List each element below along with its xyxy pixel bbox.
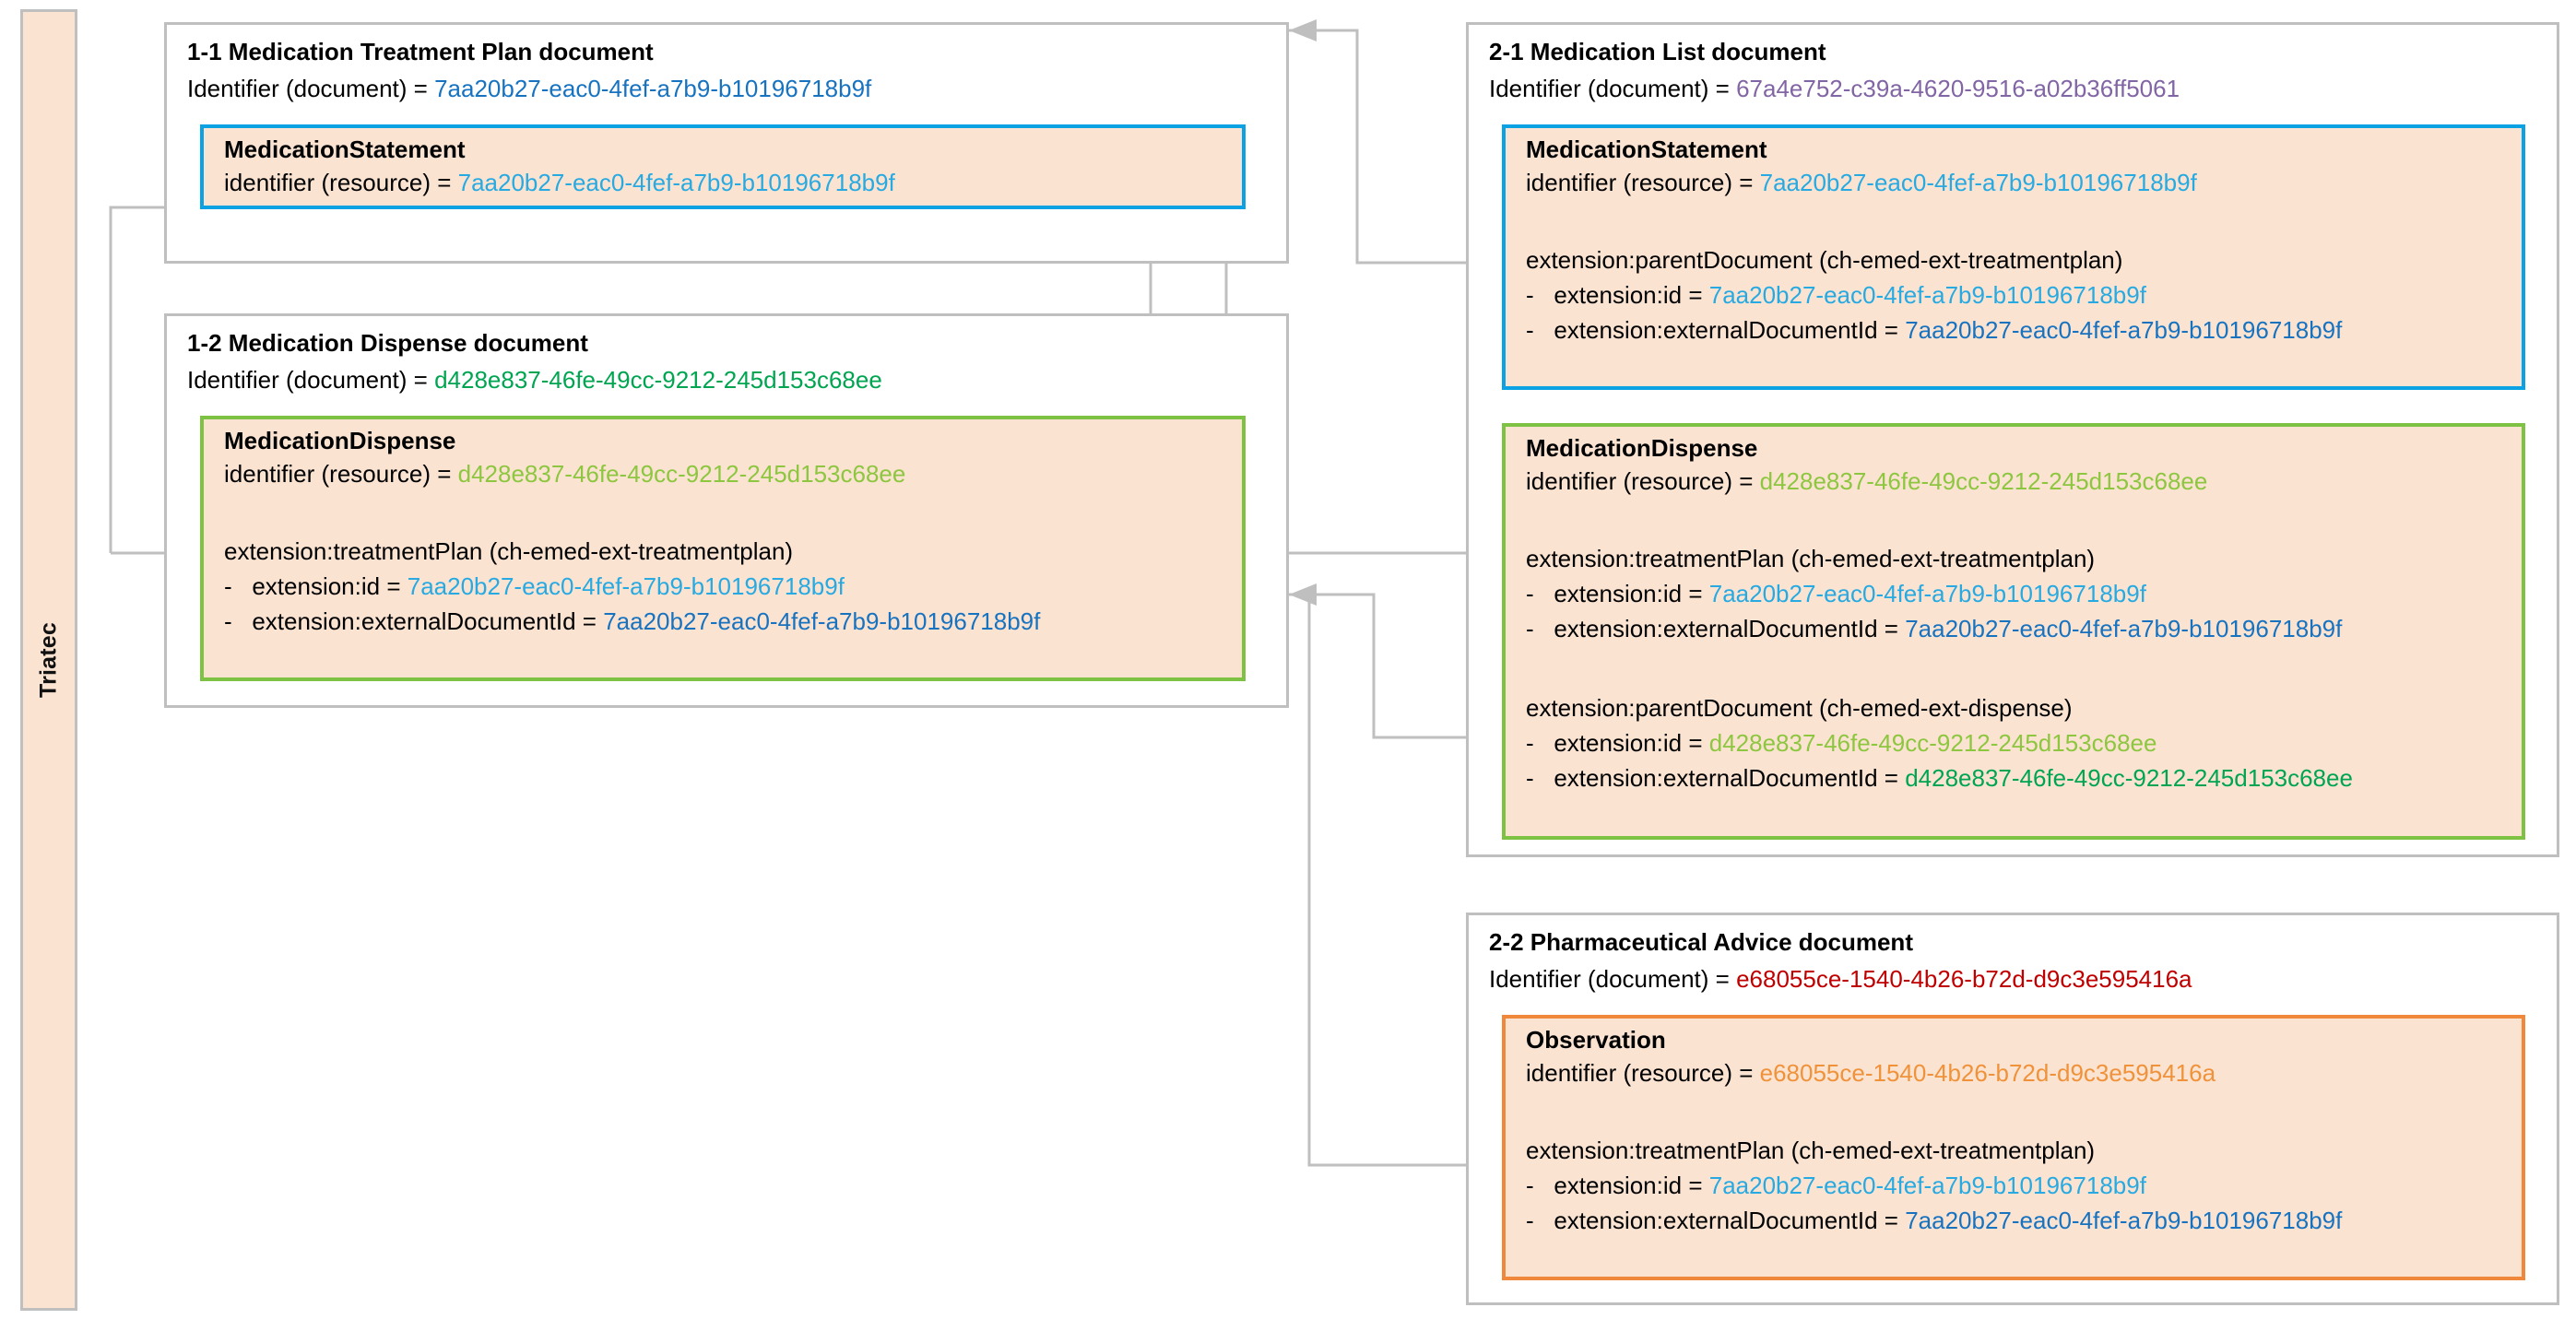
resource-2-1-md-identifier-label: identifier (resource) = [1526,467,1760,495]
resource-2-1-identifier-value: 7aa20b27-eac0-4fef-a7b9-b10196718b9f [1759,169,2197,196]
resource-1-2-ext-treatmentplan-header: extension:treatmentPlan (ch-emed-ext-tre… [224,537,794,565]
resource-2-1-ms-ext-parentdoc-externaldocid: - extension:externalDocumentId = 7aa20b2… [1526,316,2342,345]
arrowhead-4 [1289,583,1317,606]
ext-extdoc-value: 7aa20b27-eac0-4fef-a7b9-b10196718b9f [603,607,1041,635]
ext-id-label: extension:id = [1554,580,1709,607]
wire-dispense-parentdoc-to-1-2 [1289,593,1466,739]
resource-2-1-ms-ext-parentdoc-id: - extension:id = 7aa20b27-eac0-4fef-a7b9… [1526,281,2146,310]
document-2-2-identifier-label: Identifier (document) = [1489,965,1737,993]
resource-1-1-medicationstatement-identifier: identifier (resource) = 7aa20b27-eac0-4f… [224,169,895,197]
document-2-1-identifier-label: Identifier (document) = [1489,75,1737,102]
ext-extdoc-label: extension:externalDocumentId = [1554,1207,1906,1234]
patient-band-label: Triatec [35,621,62,699]
resource-1-1-identifier-value: 7aa20b27-eac0-4fef-a7b9-b10196718b9f [457,169,895,196]
resource-2-1-medicationdispense-identifier: identifier (resource) = d428e837-46fe-49… [1526,467,2207,496]
dash-marker: - [1526,580,1534,607]
document-1-2-identifier-value: d428e837-46fe-49cc-9212-245d153c68ee [434,366,882,394]
resource-2-1-medicationstatement[interactable]: MedicationStatement identifier (resource… [1502,124,2525,390]
resource-2-1-identifier-label: identifier (resource) = [1526,169,1760,196]
resource-1-2-medicationdispense-name: MedicationDispense [224,427,456,454]
resource-2-1-md-ext-parentdoc-header: extension:parentDocument (ch-emed-ext-di… [1526,694,2073,722]
resource-2-2-ext-treatmentplan-header: extension:treatmentPlan (ch-emed-ext-tre… [1526,1137,2096,1164]
resource-2-1-medicationstatement-name: MedicationStatement [1526,135,1767,163]
document-1-2-title: 1-2 Medication Dispense document [187,329,588,357]
ext-id-value: 7aa20b27-eac0-4fef-a7b9-b10196718b9f [1708,1172,2146,1199]
ext-extdoc-value: d428e837-46fe-49cc-9212-245d153c68ee [1905,764,2353,792]
ext-extdoc-value: 7aa20b27-eac0-4fef-a7b9-b10196718b9f [1905,316,2343,344]
resource-1-2-ext-treatmentplan-id: - extension:id = 7aa20b27-eac0-4fef-a7b9… [224,572,845,601]
document-1-1-identifier: Identifier (document) = 7aa20b27-eac0-4f… [187,75,871,103]
ext-extdoc-label: extension:externalDocumentId = [252,607,604,635]
ext-extdoc-value: 7aa20b27-eac0-4fef-a7b9-b10196718b9f [1905,1207,2343,1234]
document-1-1-title: 1-1 Medication Treatment Plan document [187,38,654,65]
ext-extdoc-label: extension:externalDocumentId = [1554,764,1906,792]
wire-observation-treatmentplan [1307,595,1466,1167]
dash-marker: - [224,572,232,600]
resource-2-2-observation[interactable]: Observation identifier (resource) = e680… [1502,1015,2525,1280]
arrowhead-1 [1289,19,1317,41]
resource-1-2-medicationdispense[interactable]: MedicationDispense identifier (resource)… [200,416,1246,681]
ext-id-value: 7aa20b27-eac0-4fef-a7b9-b10196718b9f [407,572,845,600]
resource-2-2-identifier-label: identifier (resource) = [1526,1059,1760,1087]
dash-marker: - [1526,1207,1534,1234]
document-2-2[interactable]: 2-2 Pharmaceutical Advice document Ident… [1466,913,2559,1305]
ext-id-value: 7aa20b27-eac0-4fef-a7b9-b10196718b9f [1708,580,2146,607]
document-2-1-identifier: Identifier (document) = 67a4e752-c39a-46… [1489,75,2180,103]
resource-1-2-identifier-value: d428e837-46fe-49cc-9212-245d153c68ee [457,460,906,488]
document-1-1-identifier-label: Identifier (document) = [187,75,435,102]
ext-id-label: extension:id = [1554,281,1709,309]
resource-2-1-medicationstatement-identifier: identifier (resource) = 7aa20b27-eac0-4f… [1526,169,2197,197]
resource-1-1-identifier-label: identifier (resource) = [224,169,458,196]
document-1-2-identifier: Identifier (document) = d428e837-46fe-49… [187,366,882,395]
resource-2-1-ms-ext-parentdoc-header: extension:parentDocument (ch-emed-ext-tr… [1526,246,2123,274]
dash-marker: - [1526,316,1534,344]
resource-2-2-identifier-value: e68055ce-1540-4b26-b72d-d9c3e595416a [1759,1059,2216,1087]
dash-marker: - [1526,729,1534,757]
dash-marker: - [224,607,232,635]
document-1-1[interactable]: 1-1 Medication Treatment Plan document I… [164,22,1289,264]
resource-2-1-md-ext-treatmentplan-id: - extension:id = 7aa20b27-eac0-4fef-a7b9… [1526,580,2146,608]
document-1-1-identifier-value: 7aa20b27-eac0-4fef-a7b9-b10196718b9f [434,75,872,102]
resource-2-1-md-ext-treatmentplan-header: extension:treatmentPlan (ch-emed-ext-tre… [1526,545,2096,572]
ext-id-label: extension:id = [252,572,408,600]
resource-2-2-ext-treatmentplan-externaldocid: - extension:externalDocumentId = 7aa20b2… [1526,1207,2342,1235]
ext-id-label: extension:id = [1554,1172,1709,1199]
resource-2-2-observation-identifier: identifier (resource) = e68055ce-1540-4b… [1526,1059,2216,1088]
resource-1-2-medicationdispense-identifier: identifier (resource) = d428e837-46fe-49… [224,460,905,489]
resource-1-2-identifier-label: identifier (resource) = [224,460,458,488]
ext-id-value: 7aa20b27-eac0-4fef-a7b9-b10196718b9f [1708,281,2146,309]
ext-extdoc-label: extension:externalDocumentId = [1554,615,1906,642]
resource-2-2-ext-treatmentplan-id: - extension:id = 7aa20b27-eac0-4fef-a7b9… [1526,1172,2146,1200]
resource-2-2-observation-name: Observation [1526,1026,1666,1054]
resource-2-1-medicationdispense[interactable]: MedicationDispense identifier (resource)… [1502,423,2525,840]
document-2-1[interactable]: 2-1 Medication List document Identifier … [1466,22,2559,857]
document-2-1-title: 2-1 Medication List document [1489,38,1826,65]
ext-id-label: extension:id = [1554,729,1709,757]
resource-2-1-md-ext-parentdoc-externaldocid: - extension:externalDocumentId = d428e83… [1526,764,2353,793]
dash-marker: - [1526,764,1534,792]
dash-marker: - [1526,615,1534,642]
resource-2-1-md-ext-parentdoc-id: - extension:id = d428e837-46fe-49cc-9212… [1526,729,2157,758]
document-2-2-identifier-value: e68055ce-1540-4b26-b72d-d9c3e595416a [1736,965,2192,993]
resource-1-1-medicationstatement-name: MedicationStatement [224,135,466,163]
dash-marker: - [1526,281,1534,309]
ext-extdoc-value: 7aa20b27-eac0-4fef-a7b9-b10196718b9f [1905,615,2343,642]
document-1-2[interactable]: 1-2 Medication Dispense document Identif… [164,313,1289,708]
resource-1-2-ext-treatmentplan-externaldocid: - extension:externalDocumentId = 7aa20b2… [224,607,1040,636]
ext-id-value: d428e837-46fe-49cc-9212-245d153c68ee [1708,729,2157,757]
document-2-2-title: 2-2 Pharmaceutical Advice document [1489,928,1913,956]
resource-2-1-md-ext-treatmentplan-externaldocid: - extension:externalDocumentId = 7aa20b2… [1526,615,2342,643]
document-2-2-identifier: Identifier (document) = e68055ce-1540-4b… [1489,965,2192,994]
resource-1-1-medicationstatement[interactable]: MedicationStatement identifier (resource… [200,124,1246,209]
patient-band-triatec: Triatec [20,9,77,1311]
ext-extdoc-label: extension:externalDocumentId = [1554,316,1906,344]
document-1-2-identifier-label: Identifier (document) = [187,366,435,394]
resource-2-1-md-identifier-value: d428e837-46fe-49cc-9212-245d153c68ee [1759,467,2208,495]
resource-2-1-medicationdispense-name: MedicationDispense [1526,434,1758,462]
dash-marker: - [1526,1172,1534,1199]
wire-medlist-parentdoc-to-treatmentplan [1289,29,1466,265]
document-2-1-identifier-value: 67a4e752-c39a-4620-9516-a02b36ff5061 [1736,75,2180,102]
